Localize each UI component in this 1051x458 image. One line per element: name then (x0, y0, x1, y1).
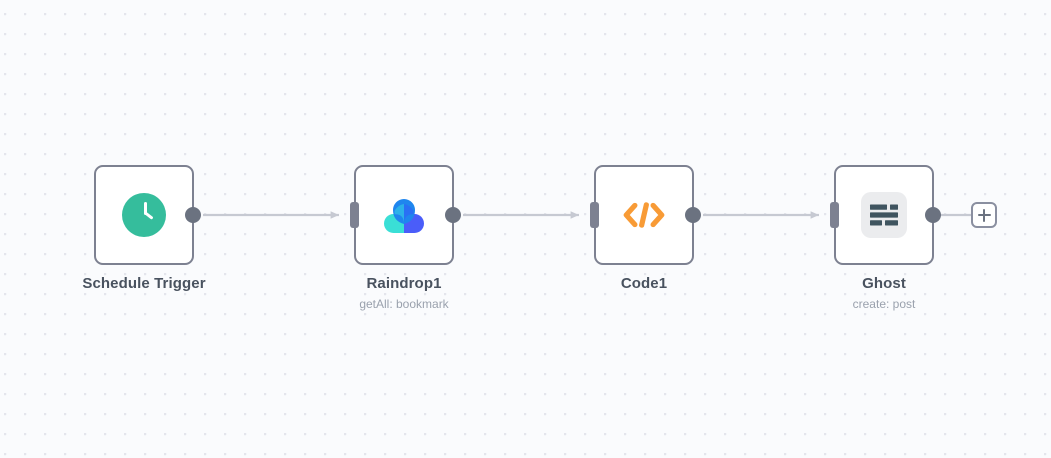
node-ghost[interactable]: Ghost create: post (830, 165, 941, 311)
node-label-code1: Code1 (524, 275, 764, 294)
node-schedule-trigger[interactable]: Schedule Trigger (82, 165, 206, 292)
node-raindrop1[interactable]: Raindrop1 getAll: bookmark (350, 165, 461, 311)
ghost-logo-icon (861, 192, 907, 238)
code-brackets-icon (621, 192, 667, 238)
node-label-ghost: Ghost create: post (764, 275, 1004, 312)
node-title: Raindrop1 (366, 275, 442, 292)
output-endpoint-ghost[interactable] (925, 207, 941, 223)
input-endpoint-code1[interactable] (590, 202, 599, 228)
add-node-button[interactable] (971, 202, 997, 228)
output-endpoint-raindrop1[interactable] (445, 207, 461, 223)
node-title: Schedule Trigger (82, 275, 206, 292)
output-endpoint-code1[interactable] (685, 207, 701, 223)
node-title: Ghost (862, 275, 906, 292)
node-subtitle: create: post (852, 296, 916, 311)
node-code1[interactable]: Code1 (590, 165, 701, 292)
node-label-schedule-trigger: Schedule Trigger (24, 275, 264, 294)
input-endpoint-ghost[interactable] (830, 202, 839, 228)
plus-icon (977, 208, 991, 222)
clock-icon (121, 192, 167, 238)
node-label-raindrop1: Raindrop1 getAll: bookmark (284, 275, 524, 312)
output-endpoint-schedule-trigger[interactable] (185, 207, 201, 223)
node-subtitle: getAll: bookmark (359, 296, 449, 311)
input-endpoint-raindrop1[interactable] (350, 202, 359, 228)
node-title: Code1 (620, 275, 668, 292)
raindrop-cloud-icon (381, 192, 427, 238)
